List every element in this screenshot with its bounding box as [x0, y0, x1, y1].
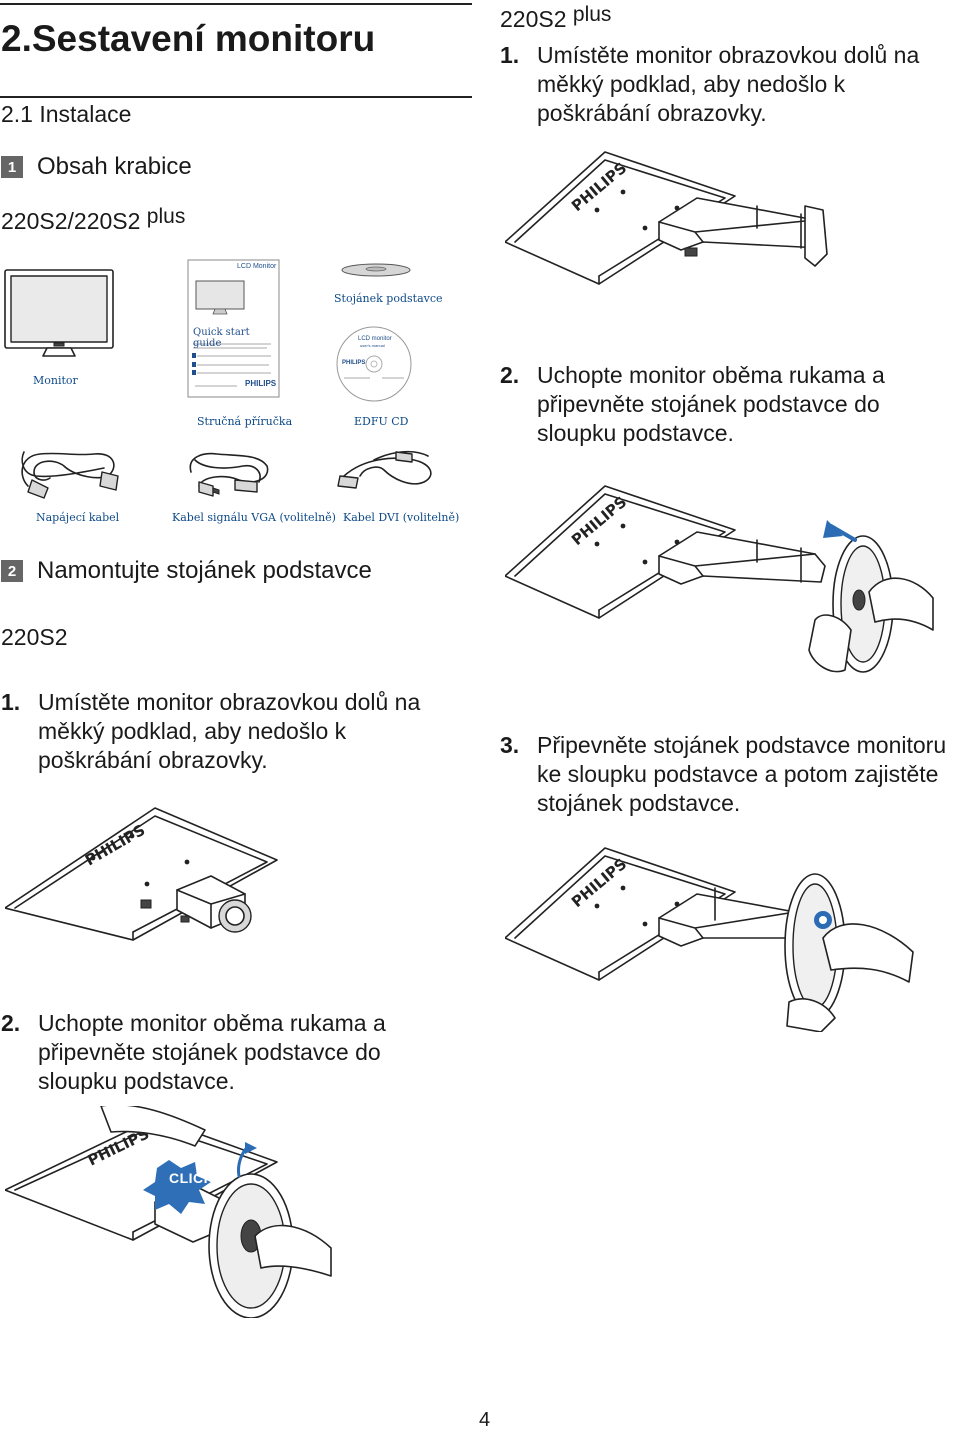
cd-label-brand: PHILIPS — [342, 360, 366, 366]
monitor-illustration — [3, 268, 115, 360]
box-contents-title: Obsah krabice — [37, 153, 192, 180]
guide-cover-heading: LCD Monitor — [237, 263, 277, 270]
left-step-2-illustration: PHILIPS CLICK! — [5, 1106, 335, 1318]
box-contents-heading: 1 Obsah krabice — [1, 153, 192, 181]
section-badge-2: 2 — [1, 560, 23, 582]
cd-label-title: LCD monitor — [358, 336, 392, 342]
click-label: CLICK! — [169, 1170, 220, 1186]
page-number: 4 — [479, 1409, 491, 1431]
caption-stand-base: Stojánek podstavce — [334, 292, 443, 305]
right-step-3-illustration: PHILIPS — [505, 842, 925, 1032]
right-step-1: 1. Umístěte monitor obrazovkou dolů na m… — [500, 42, 920, 126]
stand-base-illustration — [340, 262, 412, 280]
edfu-cd-illustration: LCD monitor user's manual PHILIPS — [336, 326, 412, 402]
left-model-label: 220S2 — [1, 624, 68, 650]
header-rule-top — [0, 3, 472, 5]
right-step-3: 3. Připevněte stojánek podstavce monitor… — [500, 732, 947, 816]
left-step-2: 2. Uchopte monitor oběma rukama a připev… — [1, 1010, 386, 1094]
caption-dvi-cable: Kabel DVI (volitelně) — [343, 511, 460, 524]
right-step-2-illustration: PHILIPS — [505, 480, 935, 680]
caption-quick-start-guide: Stručná příručka — [197, 415, 293, 428]
right-model-label: 220S2 plus — [500, 3, 612, 32]
caption-vga-cable: Kabel signálu VGA (volitelně) — [172, 511, 336, 524]
vga-cable-illustration — [183, 446, 273, 504]
box-contents-model: 220S2/220S2 plus — [1, 205, 186, 234]
left-step-1: 1. Umístěte monitor obrazovkou dolů na m… — [1, 689, 421, 773]
power-cable-illustration — [14, 446, 124, 500]
header-rule-bottom — [0, 96, 472, 98]
caption-monitor: Monitor — [33, 374, 78, 387]
dvi-cable-illustration — [334, 446, 438, 496]
mount-stand-heading: 2 Namontujte stojánek podstavce — [1, 557, 372, 585]
right-step-1-illustration: PHILIPS — [505, 144, 835, 292]
guide-cover-title: Quick start guide — [193, 327, 250, 349]
caption-power-cable: Napájecí kabel — [36, 511, 120, 524]
quick-start-guide-illustration: LCD Monitor Quick start guide PHILIPS — [187, 259, 280, 398]
chapter-title: 2.Sestavení monitoru — [1, 18, 376, 59]
mount-stand-title: Namontujte stojánek podstavce — [37, 557, 372, 584]
caption-edfu-cd: EDFU CD — [354, 415, 409, 428]
guide-cover-brand: PHILIPS — [245, 379, 277, 388]
section-title: 2.1 Instalace — [1, 101, 132, 127]
section-badge-1: 1 — [1, 156, 23, 178]
left-step-1-illustration: PHILIPS — [5, 800, 285, 950]
cd-label-subtitle: user's manual — [360, 343, 385, 348]
right-step-2: 2. Uchopte monitor oběma rukama a připev… — [500, 362, 885, 446]
